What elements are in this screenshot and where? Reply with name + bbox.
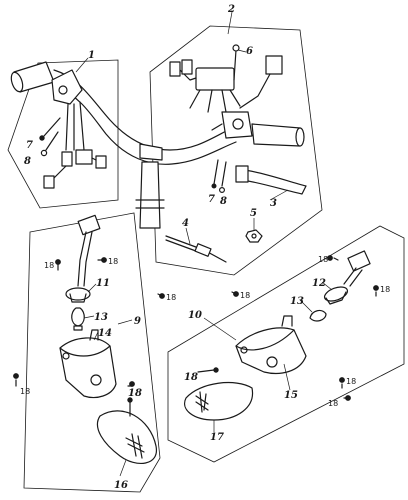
brake-lever-3 <box>235 165 307 195</box>
nut-5 <box>245 229 263 243</box>
callout-13-right: 13 <box>290 296 304 307</box>
screw-18-j <box>343 395 351 401</box>
right-signal-stalk <box>343 250 371 287</box>
screw-18-f <box>373 285 379 297</box>
callout-16: 16 <box>114 480 128 491</box>
left-signal-stalk <box>77 214 101 287</box>
callout-6: 6 <box>246 46 253 57</box>
lens-17 <box>184 381 254 421</box>
callout-8-left: 8 <box>24 156 31 167</box>
callout-3: 3 <box>270 198 277 209</box>
callout-18-k: 18 <box>346 377 356 386</box>
screw-18-d <box>231 291 239 297</box>
callout-18-a: 18 <box>44 261 54 270</box>
cable-4 <box>165 235 227 263</box>
screw-6 <box>232 44 240 81</box>
screw-7-left <box>39 117 61 141</box>
left-handlebar-switch <box>43 69 107 189</box>
socket-12 <box>323 286 349 305</box>
callout-18-i: 18 <box>184 372 198 383</box>
callout-11: 11 <box>96 278 110 289</box>
callout-18-f: 18 <box>380 285 390 294</box>
group-2-frame <box>149 25 323 276</box>
callout-18-j: 18 <box>328 399 338 408</box>
callout-2: 2 <box>227 4 235 15</box>
screw-18-e <box>327 255 339 261</box>
callout-4: 4 <box>182 218 189 229</box>
screw-18-i <box>339 377 345 389</box>
callout-9: 9 <box>134 316 141 327</box>
screw-18-h <box>127 381 135 387</box>
screw-18-lens-right <box>197 367 219 373</box>
screw-18-b <box>97 257 107 263</box>
socket-11 <box>65 287 91 303</box>
group-9-frame <box>23 212 161 493</box>
callout-1: 1 <box>88 50 95 61</box>
signal-housing-14 <box>59 329 117 399</box>
screw-8-left <box>40 131 59 157</box>
callout-15: 15 <box>284 390 298 401</box>
screw-7-right <box>211 159 219 189</box>
bulb-13-right <box>309 309 327 322</box>
callout-14: 14 <box>98 328 112 339</box>
screw-8-right <box>219 161 227 194</box>
callout-13-left: 13 <box>94 312 108 323</box>
screw-18-c <box>157 293 165 299</box>
callout-18-e: 18 <box>318 255 328 264</box>
callout-18-g: 18 <box>20 387 30 396</box>
callout-labels: 1 2 3 4 5 6 7 7 8 8 9 10 11 12 13 13 14 … <box>20 4 390 491</box>
leader-lines <box>75 11 333 477</box>
group-10-frame <box>167 225 405 463</box>
callout-7-right: 7 <box>208 194 215 205</box>
callout-5: 5 <box>250 208 257 219</box>
screw-18-a <box>55 259 61 271</box>
signal-housing-15 <box>235 315 307 375</box>
screw-18-g <box>13 373 19 387</box>
callout-10: 10 <box>188 310 202 321</box>
screw-18-lens <box>127 397 133 417</box>
callout-18-c: 18 <box>166 293 176 302</box>
bulb-13-left <box>71 307 85 331</box>
callout-8-right: 8 <box>220 196 227 207</box>
group-1-frame <box>7 59 119 209</box>
callout-17: 17 <box>210 432 224 443</box>
lens-16 <box>96 410 157 464</box>
handlebar <box>10 61 305 229</box>
callout-7-left: 7 <box>26 140 33 151</box>
callout-18-d: 18 <box>240 291 250 300</box>
right-handlebar-switch <box>169 55 283 139</box>
callout-18-b: 18 <box>108 257 118 266</box>
callout-12: 12 <box>312 278 326 289</box>
callout-18-h: 18 <box>128 388 142 399</box>
